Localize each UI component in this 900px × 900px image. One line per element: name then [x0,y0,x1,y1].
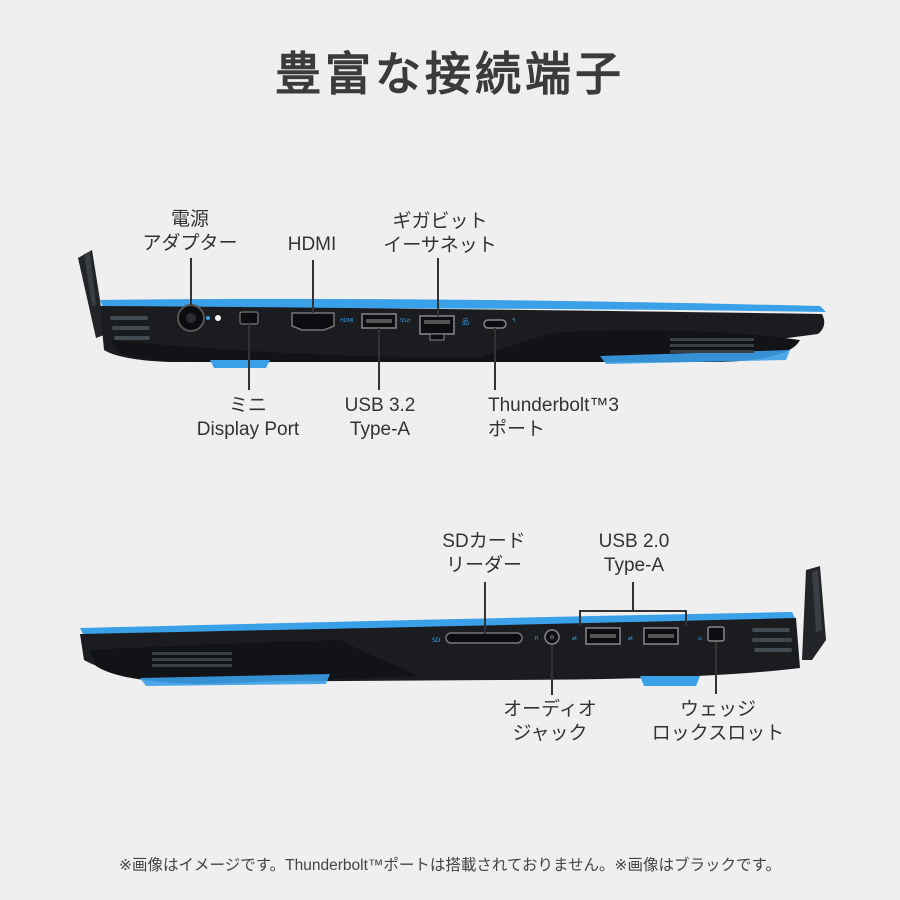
page-title: 豊富な接続端子 [275,47,625,101]
label-ethernet: ギガビット イーサネット [383,211,497,256]
sd-slot-icon [445,632,523,644]
audio-jack-icon [544,629,560,645]
vent-icon [110,316,150,340]
ethernet-port-icon [419,315,455,341]
footnote: ※画像はイメージです。Thunderbolt™ポートは搭載されておりません。※画… [119,857,781,874]
usb-port-icon [643,627,679,645]
svg-text:SS⇄: SS⇄ [400,318,411,324]
power-port-icon [177,304,205,332]
label-mini-displayport: ミニ Display Port [196,395,300,440]
label-thunderbolt: Thunderbolt™3 ポート [488,395,619,440]
label-hdmi: HDMI [287,234,337,255]
svg-text:⇄: ⇄ [572,635,577,642]
svg-text:⌂: ⌂ [698,635,702,642]
vent-icon [752,628,792,652]
label-wedge-lock: ウェッジ ロックスロット [651,699,785,744]
svg-text:⇄: ⇄ [628,635,633,642]
label-power-adapter: 電源 アダプター [142,209,238,254]
svg-text:SD: SD [432,637,441,644]
usb-port-icon [585,627,621,645]
svg-text:ϟ: ϟ [512,317,516,324]
hdmi-port-icon [291,312,335,331]
svg-text:品: 品 [462,318,469,326]
label-sd-reader: SDカード リーダー [442,531,526,576]
svg-text:∩: ∩ [534,634,539,642]
wedge-lock-icon [707,626,725,642]
label-usb-2-0: USB 2.0 Type-A [598,531,670,576]
svg-text:HDMI: HDMI [340,318,353,324]
label-audio-jack: オーディオ ジャック [503,699,597,744]
label-usb-3-2: USB 3.2 Type-A [344,395,416,440]
